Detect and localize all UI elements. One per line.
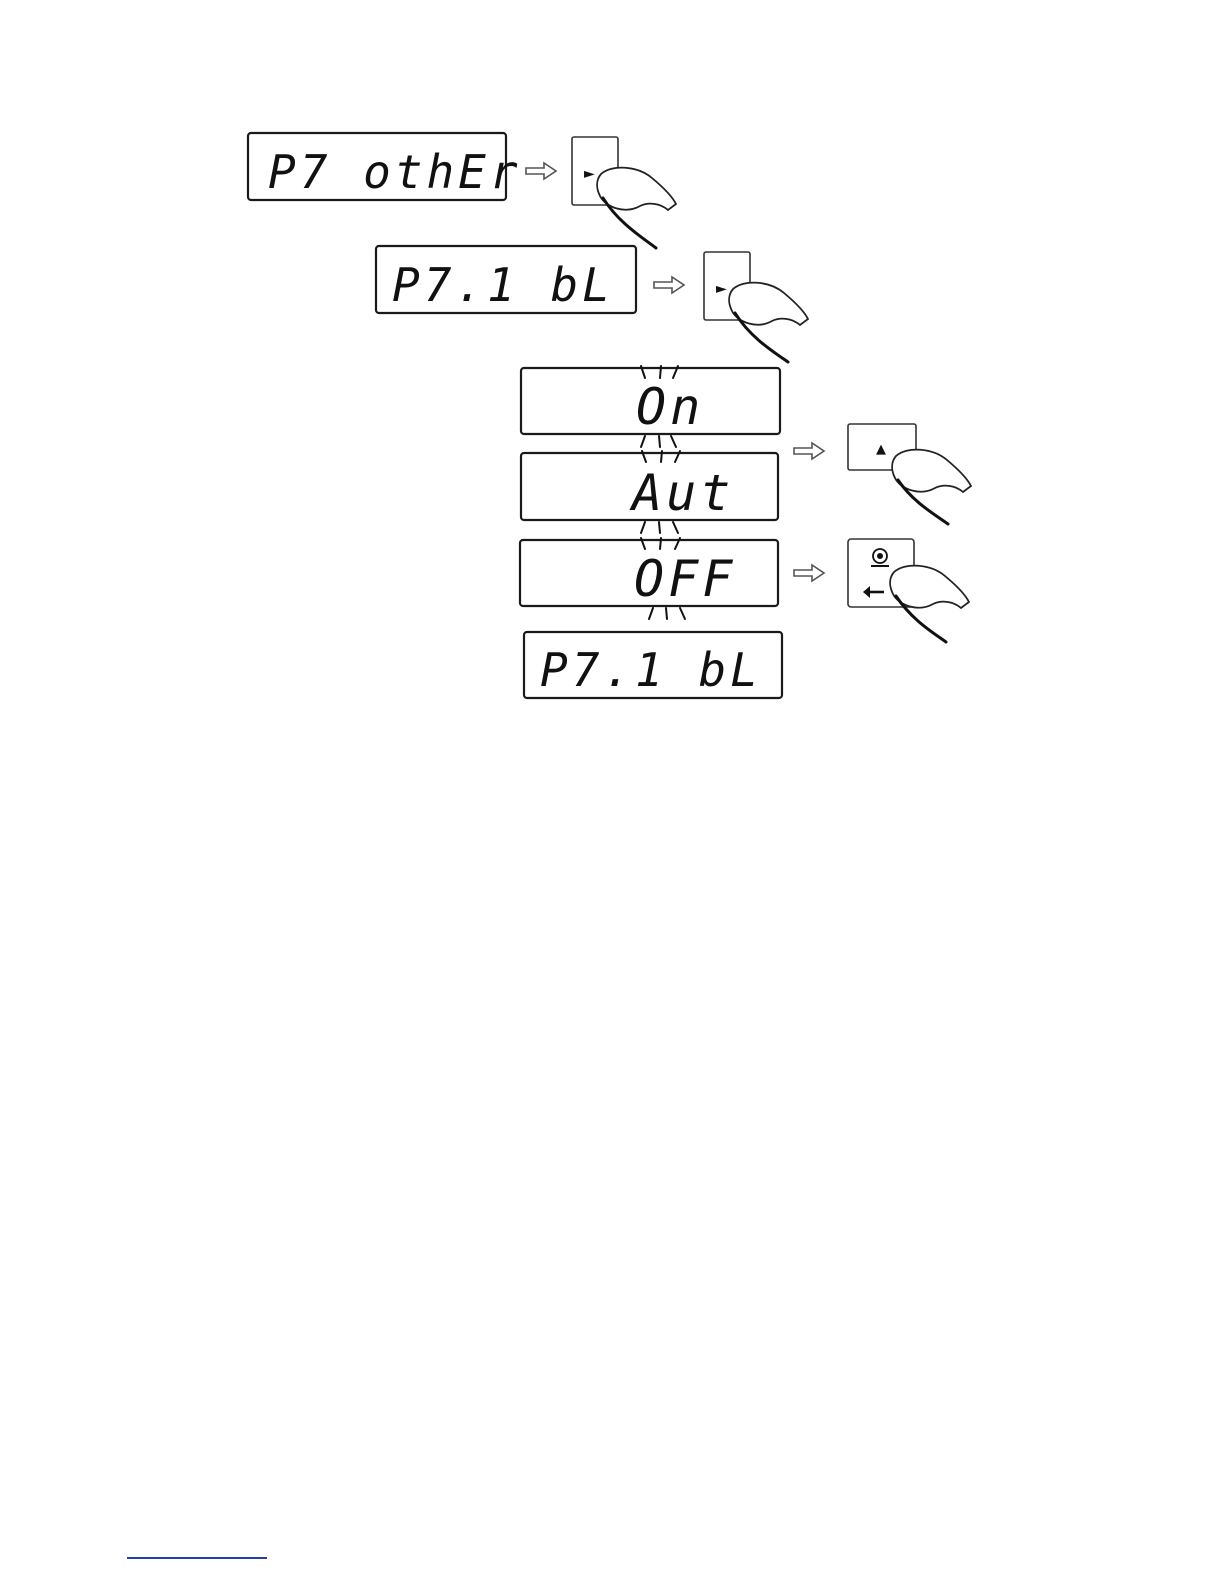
finger-icon bbox=[729, 283, 808, 362]
finger-icon bbox=[597, 168, 676, 248]
display-option-aut-text: Aut bbox=[629, 464, 734, 522]
display-p7-other: P7 othEr bbox=[248, 133, 522, 200]
right-arrow-icon: ► bbox=[584, 166, 595, 182]
display-option-aut: Aut bbox=[521, 451, 778, 533]
display-p71-bl-text: P7.1 bL bbox=[392, 258, 614, 312]
right-arrow-icon: ► bbox=[716, 281, 727, 297]
arrow-to-right-key-2 bbox=[654, 277, 684, 293]
display-p7-other-text: P7 othEr bbox=[268, 145, 522, 199]
arrow-to-enter-key bbox=[794, 565, 824, 581]
footnote-separator bbox=[127, 1557, 267, 1559]
display-option-off: OFF bbox=[520, 538, 778, 619]
arrow-to-up-key bbox=[794, 443, 824, 459]
display-option-off-text: OFF bbox=[634, 550, 736, 608]
arrow-to-right-key-1 bbox=[526, 163, 556, 179]
display-option-on: On bbox=[521, 366, 780, 447]
display-option-on-text: On bbox=[636, 378, 704, 436]
finger-icon bbox=[890, 566, 969, 642]
right-key-1[interactable]: ► bbox=[572, 137, 676, 248]
up-key[interactable]: ▲ bbox=[848, 424, 971, 524]
finger-icon bbox=[892, 450, 971, 524]
up-arrow-icon: ▲ bbox=[876, 442, 886, 457]
display-result-p71-bl-text: P7.1 bL bbox=[540, 643, 762, 697]
enter-key[interactable] bbox=[848, 539, 969, 642]
display-p71-bl: P7.1 bL bbox=[376, 246, 636, 313]
display-result-p71-bl: P7.1 bL bbox=[524, 632, 782, 698]
right-key-2[interactable]: ► bbox=[704, 252, 808, 362]
